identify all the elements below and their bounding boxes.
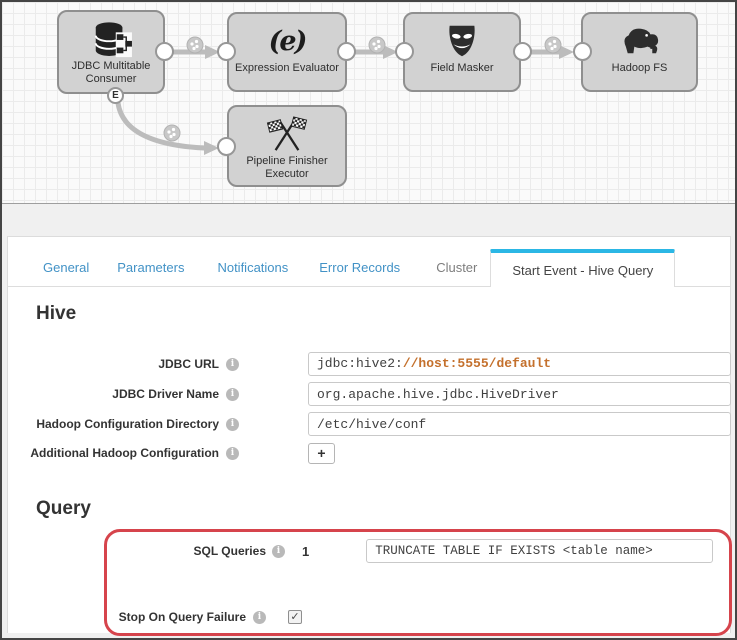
hadoop-config-directory-label: Hadoop Configuration Directory: [36, 417, 219, 431]
field-row-sql-queries: SQL Queries i 1: [8, 539, 714, 563]
stage-hadoop-fs[interactable]: Hadoop FS: [581, 12, 698, 92]
stage-jdbc-multitable-consumer[interactable]: JDBC Multitable Consumer: [57, 10, 165, 94]
output-port[interactable]: [155, 42, 174, 61]
jdbc-driver-name-label: JDBC Driver Name: [112, 387, 219, 401]
tab-parameters[interactable]: Parameters: [117, 260, 185, 275]
tab-cluster[interactable]: Cluster: [436, 260, 478, 275]
add-config-button[interactable]: +: [308, 442, 335, 464]
event-output-badge[interactable]: E: [107, 87, 124, 104]
stage-config-panel: General Parameters Notifications Error R…: [7, 236, 732, 636]
stage-label: JDBC Multitable Consumer: [71, 60, 151, 85]
config-tabbar: General Parameters Notifications Error R…: [8, 249, 730, 287]
output-port[interactable]: [337, 42, 356, 61]
input-port[interactable]: [573, 42, 592, 61]
pipeline-connections: [115, 36, 574, 155]
stage-label: Hadoop FS: [611, 62, 668, 74]
stop-on-query-failure-checkbox[interactable]: ✓: [288, 610, 302, 624]
stage-label: Expression Evaluator: [235, 62, 339, 74]
jdbc-url-value-highlight: //host:5555/default: [402, 356, 552, 371]
field-row-hadoop-config-directory: Hadoop Configuration Directory i: [8, 412, 731, 436]
field-row-jdbc-url: JDBC URL i jdbc:hive2://host:5555/defaul…: [8, 352, 731, 376]
output-port[interactable]: [513, 42, 532, 61]
stage-pipeline-finisher-executor[interactable]: Pipeline Finisher Executor: [227, 105, 347, 187]
info-icon[interactable]: i: [253, 610, 266, 624]
info-icon[interactable]: i: [226, 446, 239, 460]
hadoop-elephant-icon: [619, 20, 661, 62]
info-icon[interactable]: i: [226, 357, 239, 371]
record-stream-icon: [163, 36, 562, 142]
input-port[interactable]: [395, 42, 414, 61]
stage-expression-evaluator[interactable]: (e) Expression Evaluator: [227, 12, 347, 92]
info-icon[interactable]: i: [226, 417, 239, 431]
info-icon[interactable]: i: [226, 387, 239, 401]
stage-field-masker[interactable]: Field Masker: [403, 12, 521, 92]
hadoop-config-directory-input[interactable]: [308, 412, 731, 436]
jdbc-url-label: JDBC URL: [158, 357, 219, 371]
checkmark-icon: ✓: [290, 610, 300, 623]
stop-on-query-failure-label: Stop On Query Failure: [118, 610, 246, 624]
input-port[interactable]: [217, 137, 236, 156]
jdbc-driver-name-input[interactable]: [308, 382, 731, 406]
expression-evaluator-icon: (e): [268, 25, 308, 57]
tab-notifications[interactable]: Notifications: [217, 260, 289, 275]
field-row-additional-hadoop-config: Additional Hadoop Configuration i +: [8, 441, 335, 465]
theater-mask-icon: [443, 20, 481, 62]
additional-hadoop-config-label: Additional Hadoop Configuration: [30, 446, 219, 460]
info-icon[interactable]: i: [272, 544, 285, 558]
jdbc-url-input[interactable]: jdbc:hive2://host:5555/default: [308, 352, 731, 376]
checkered-flags-icon: [265, 113, 309, 155]
tab-start-event-hive-query[interactable]: Start Event - Hive Query: [490, 249, 676, 287]
stage-label: Pipeline Finisher Executor: [246, 155, 328, 180]
field-row-stop-on-query-failure: Stop On Query Failure i ✓: [8, 605, 302, 629]
tab-general[interactable]: General: [43, 260, 90, 275]
sql-query-index: 1: [302, 543, 310, 559]
sql-queries-label: SQL Queries: [193, 544, 266, 558]
sql-query-input[interactable]: [366, 539, 714, 563]
stage-label: Field Masker: [430, 62, 494, 74]
database-icon: [90, 18, 132, 60]
pipeline-canvas[interactable]: JDBC Multitable Consumer (e) Expression …: [2, 2, 735, 204]
input-port[interactable]: [217, 42, 236, 61]
tab-error-records[interactable]: Error Records: [319, 260, 401, 275]
field-row-jdbc-driver-name: JDBC Driver Name i: [8, 382, 731, 406]
query-section-title: Query: [36, 498, 91, 519]
event-badge-label: E: [112, 90, 119, 101]
jdbc-url-value-prefix: jdbc:hive2:: [317, 356, 403, 371]
hive-section-title: Hive: [36, 303, 77, 324]
